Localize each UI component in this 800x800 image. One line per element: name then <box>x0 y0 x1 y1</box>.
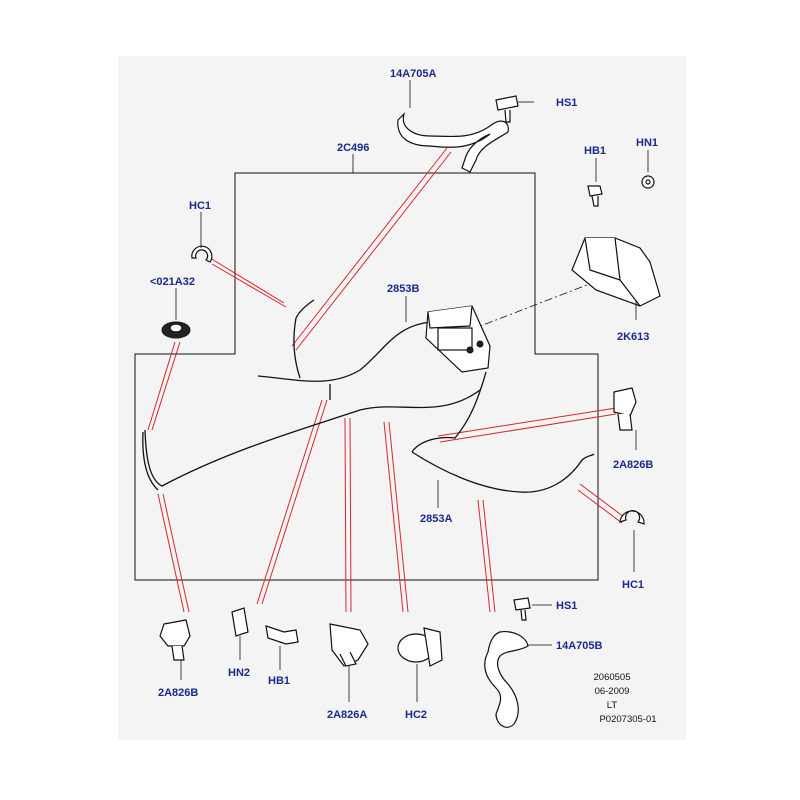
callout-screw-bottom: HS1 <box>556 600 577 612</box>
callout-clip-right: HC1 <box>622 579 644 591</box>
hose-top-part <box>397 111 509 173</box>
callout-clip-middle: 2A826A <box>327 709 367 721</box>
callout-labels: 14A705A HS1 2C496 HB1 HN1 HC1 <021A32 28… <box>150 68 658 721</box>
callout-bolt-right: HB1 <box>584 145 606 157</box>
callout-cable-front: 2853B <box>387 283 419 295</box>
callout-nut-right: HN1 <box>636 137 658 149</box>
callout-screw-top: HS1 <box>556 97 577 109</box>
callout-bolt-bottom: HB1 <box>268 675 290 687</box>
callout-clip-hc2: HC2 <box>405 709 427 721</box>
hose-bottom-part <box>484 631 529 728</box>
drawing-number: 2060505 <box>594 672 631 683</box>
callout-module-cover: 2C496 <box>337 142 369 154</box>
diagram-background-panel <box>118 56 686 740</box>
brake-cables <box>142 299 595 493</box>
drawing-metadata: 2060505 06-2009 LT P0207305-01 <box>594 672 657 725</box>
callout-clip-left: HC1 <box>189 200 211 212</box>
bracket-part <box>571 237 661 307</box>
callout-grommet: <021A32 <box>150 276 195 288</box>
callout-hose-top: 14A705A <box>390 68 437 80</box>
brake-module-unit <box>425 305 491 373</box>
callout-clip-left-bottom: 2A826B <box>158 687 198 699</box>
callout-hose-bottom: 14A705B <box>556 640 603 652</box>
callout-nut-bottom: HN2 <box>228 667 250 679</box>
drawing-code: LT <box>607 700 618 711</box>
callout-leaders <box>175 80 649 702</box>
callout-bracket: 2K613 <box>617 331 649 343</box>
callout-cable-rear: 2853A <box>420 513 452 525</box>
highlight-lines <box>147 147 625 613</box>
callout-clip-right-top: 2A826B <box>613 459 653 471</box>
fixings <box>159 95 655 667</box>
drawing-date: 06-2009 <box>595 686 630 697</box>
drawing-reference: P0207305-01 <box>599 714 656 725</box>
bracket-axis-line <box>469 282 593 331</box>
module-outline <box>134 172 599 581</box>
